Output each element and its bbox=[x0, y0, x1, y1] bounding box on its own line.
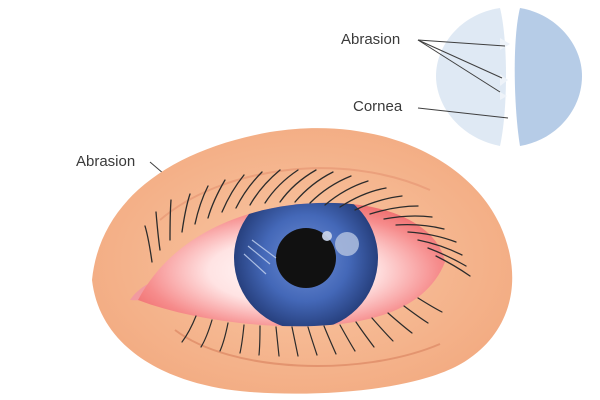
cornea-inner-layer bbox=[514, 8, 582, 146]
label-abrasion-eye: Abrasion bbox=[76, 153, 135, 170]
upper-eyelashes bbox=[144, 169, 471, 277]
lower-lid-crease bbox=[174, 329, 441, 367]
eyeball bbox=[130, 202, 445, 327]
pupil bbox=[276, 228, 336, 288]
abrasion-scratches bbox=[243, 239, 277, 275]
upper-lid-crease bbox=[159, 167, 431, 221]
label-cornea: Cornea bbox=[353, 98, 403, 115]
leader-abrasion-top-1 bbox=[417, 39, 506, 47]
leader-abrasion-top-2 bbox=[417, 39, 503, 79]
leader-abrasion-top-3 bbox=[417, 39, 501, 93]
cornea-abrasion-notch-3 bbox=[500, 92, 507, 100]
corneal-highlight-small bbox=[322, 231, 332, 241]
cornea-cross-section bbox=[436, 8, 582, 146]
corneal-highlight-large bbox=[335, 232, 359, 256]
cornea-abrasion-notch-2 bbox=[500, 74, 508, 86]
leader-cornea bbox=[417, 107, 509, 119]
label-abrasion-top: Abrasion bbox=[341, 31, 400, 48]
lower-eyelashes bbox=[181, 297, 443, 357]
cornea-outer-layer bbox=[436, 8, 506, 146]
cornea-abrasion-notch-1 bbox=[500, 38, 510, 50]
